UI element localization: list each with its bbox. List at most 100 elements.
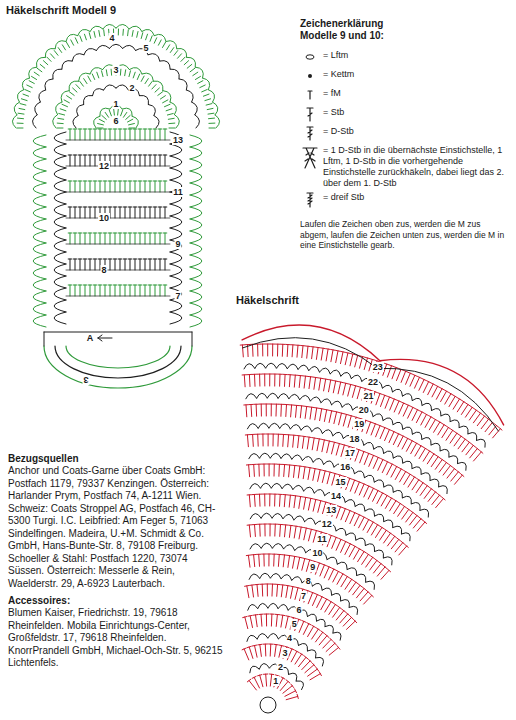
row-number: 16: [339, 462, 351, 472]
row-number: 9: [309, 562, 316, 572]
row-number: 13: [325, 505, 337, 515]
chain-loop-row: [250, 483, 410, 541]
treble-symbol: [307, 127, 313, 140]
supplier-text: Blumen Kaiser, Friedrichstr. 19, 79618 R…: [8, 607, 226, 670]
row-number: 6: [112, 116, 119, 126]
row-number: 18: [348, 434, 360, 444]
triple-treble-symbol: [307, 193, 313, 207]
stitch-row: [247, 674, 298, 700]
stitch-row: [68, 129, 167, 140]
row-number: 9: [174, 239, 181, 249]
legend-item: = Stb: [300, 107, 512, 123]
stitch-row: [68, 285, 167, 296]
row-number: 8: [100, 265, 107, 275]
legend-symbol: [300, 50, 320, 66]
chain-loop-row: [12, 24, 219, 128]
stitch-row: [247, 524, 391, 579]
legend-item: = D-Stb: [300, 126, 512, 142]
chart-heading: Häkelschrift: [236, 294, 299, 306]
legend: = Lftm = Kettm = fM = Stb = D-Stb = 1 D-Stb i…: [300, 50, 512, 211]
row-number: 3: [112, 65, 119, 75]
legend-text: = D-Stb: [323, 126, 508, 137]
row-number: 1: [272, 676, 279, 686]
stitch-row: [17, 29, 215, 128]
chain-loop-row: [53, 65, 180, 128]
slip-stitch-symbol: [308, 74, 312, 78]
legend-note: Laufen die Zeichen oben zus, werden die …: [300, 219, 505, 251]
stitch-row: [68, 155, 167, 166]
supplier-heading: Accessoires:: [8, 594, 226, 607]
row-number: 6: [295, 605, 302, 615]
stitch-row: [97, 109, 135, 128]
legend-text: = fM: [323, 88, 508, 99]
row-number: 3: [82, 375, 89, 385]
chart-heading: Häkelschrift Modell 9: [6, 4, 116, 16]
row-number: 12: [98, 161, 110, 171]
row-base: [66, 166, 170, 167]
legend-item: = 1 D-Stb in die übernächste Einstichste…: [300, 145, 512, 189]
chain-loop-row: [244, 363, 485, 447]
chain-symbol: [306, 55, 314, 59]
row-base: [66, 244, 170, 245]
row-base: [66, 140, 170, 141]
row-base: [66, 270, 170, 271]
stitch-row: [243, 614, 340, 655]
bottom-band: [44, 332, 192, 346]
legend-text: = Stb: [323, 107, 508, 118]
row-number: 23: [372, 362, 384, 372]
row-number: 20: [358, 405, 370, 415]
chain-loop-row: [32, 44, 199, 128]
stitch-row: [68, 207, 167, 218]
row-number: 11: [316, 534, 328, 544]
row-number: 22: [367, 377, 379, 387]
stitch-row: [246, 554, 373, 604]
row-number: 7: [174, 291, 181, 301]
legend-text: = Kettm: [323, 69, 508, 80]
supplier-heading: Bezugsquellen: [8, 452, 226, 465]
legend-text: = Lftm: [323, 50, 508, 61]
bottom-round: [44, 346, 192, 388]
chain-loop-row: [247, 423, 447, 494]
stitch-row: [68, 233, 167, 244]
row-number: 8: [305, 576, 312, 586]
chart-heading: Zeichenerklärung Modelle 9 und 10:: [300, 18, 420, 42]
stitch-row: [245, 584, 357, 629]
top-arch: [243, 338, 499, 431]
row-number: 12: [321, 519, 333, 529]
top-arch: [242, 325, 504, 425]
row-number: 4: [286, 633, 293, 643]
row-number: 3: [281, 648, 288, 658]
legend-symbol: [300, 69, 320, 85]
row-number: 10: [98, 213, 110, 223]
row-base: [66, 218, 170, 219]
row-number: 2: [277, 662, 284, 672]
bottom-round: [55, 346, 181, 378]
row-number: 5: [291, 619, 298, 629]
chain-loop-row: [250, 543, 375, 589]
stitch-row: [247, 494, 408, 555]
row-number: 2: [128, 83, 135, 93]
center-ring: [260, 697, 276, 713]
legend-symbol: [300, 145, 320, 170]
row-number: 10: [311, 548, 323, 558]
suppliers-block: BezugsquellenAnchor und Coats-Garne über…: [8, 452, 226, 674]
stitch-row: [68, 259, 167, 270]
stitch-row: [242, 644, 321, 680]
stitch-row: [57, 69, 175, 128]
legend-symbol: [300, 107, 320, 123]
row-number: 5: [142, 43, 149, 53]
side-chain-loops: [33, 135, 202, 327]
row-base: [66, 296, 170, 297]
row-number: 13: [172, 135, 184, 145]
double-crochet-symbol: [307, 108, 313, 121]
row-base: [66, 192, 170, 193]
row-number: 11: [172, 187, 184, 197]
legend-item: = Lftm: [300, 50, 512, 66]
legend-item: = Kettm: [300, 69, 512, 85]
legend-symbol: [300, 126, 320, 142]
stitch-row: [240, 344, 502, 438]
row-number: 17: [344, 448, 356, 458]
row-number: 21: [362, 391, 374, 401]
single-crochet-symbol: [308, 91, 312, 99]
